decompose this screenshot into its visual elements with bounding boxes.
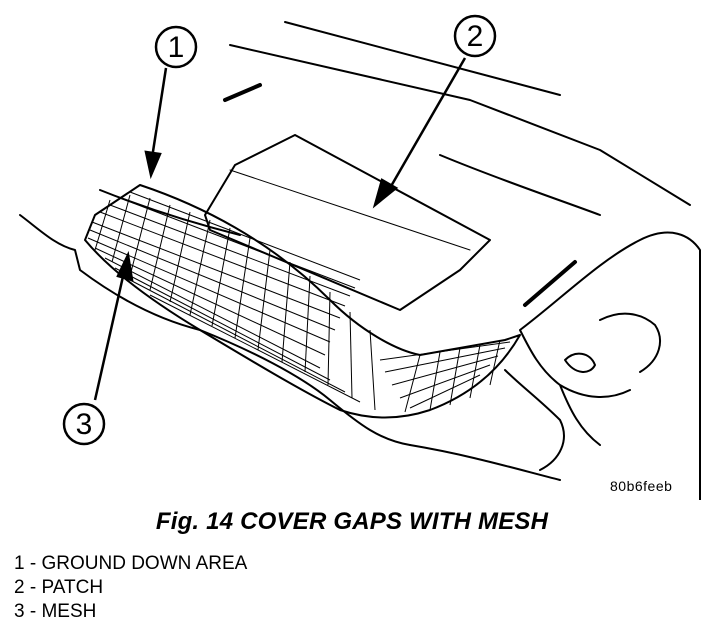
- mesh-repair-illustration: 1 2 3: [19, 14, 701, 500]
- callout-2-arrowhead: [372, 178, 399, 209]
- callout-1-circle: [154, 25, 198, 69]
- legend-item: 1 - GROUND DOWN AREA: [14, 552, 247, 576]
- panel-lower-curve: [409, 444, 561, 481]
- callout-1-arrowhead: [144, 150, 162, 180]
- callout-3-leader: [93, 271, 126, 401]
- legend-item: 3 - MESH: [14, 600, 247, 624]
- callout-2-number: 2: [467, 20, 484, 53]
- legend-label: MESH: [41, 601, 97, 622]
- panel-edge-inner: [99, 189, 241, 236]
- patch-outline: [204, 134, 491, 311]
- panel-edge-right: [439, 154, 601, 216]
- figure-caption: Fig. 14 COVER GAPS WITH MESH: [155, 508, 549, 535]
- callout-3-arrowhead: [116, 250, 134, 282]
- panel-outline: [229, 44, 691, 206]
- legend-separator: -: [29, 553, 37, 574]
- hand-outline: [504, 231, 701, 500]
- legend-number: 2: [14, 577, 25, 598]
- patch-inner-edge: [229, 169, 471, 251]
- legend-separator: -: [29, 601, 37, 622]
- panel-top-strip: [284, 21, 561, 96]
- legend-label: PATCH: [41, 577, 104, 598]
- legend-separator: -: [29, 577, 37, 598]
- legend-item: 2 - PATCH: [14, 576, 247, 600]
- legend-number: 1: [14, 553, 25, 574]
- legend: 1 - GROUND DOWN AREA 2 - PATCH 3 - MESH: [14, 552, 247, 624]
- thumbnail: [564, 352, 596, 373]
- image-code: 80b6feeb: [610, 478, 673, 494]
- hand-finger: [599, 312, 661, 373]
- callout-1-leader: [150, 67, 168, 159]
- callout-3-number: 3: [76, 408, 93, 441]
- callout-3-circle: [62, 402, 106, 446]
- callout-2-circle: [453, 14, 497, 58]
- legend-number: 3: [14, 601, 25, 622]
- panel-slot: [223, 83, 262, 102]
- panel-slot-2: [523, 260, 577, 307]
- callout-1-number: 1: [168, 31, 185, 64]
- legend-label: GROUND DOWN AREA: [41, 553, 248, 574]
- mesh-grid: [87, 191, 511, 413]
- callout-2-leader: [388, 57, 467, 189]
